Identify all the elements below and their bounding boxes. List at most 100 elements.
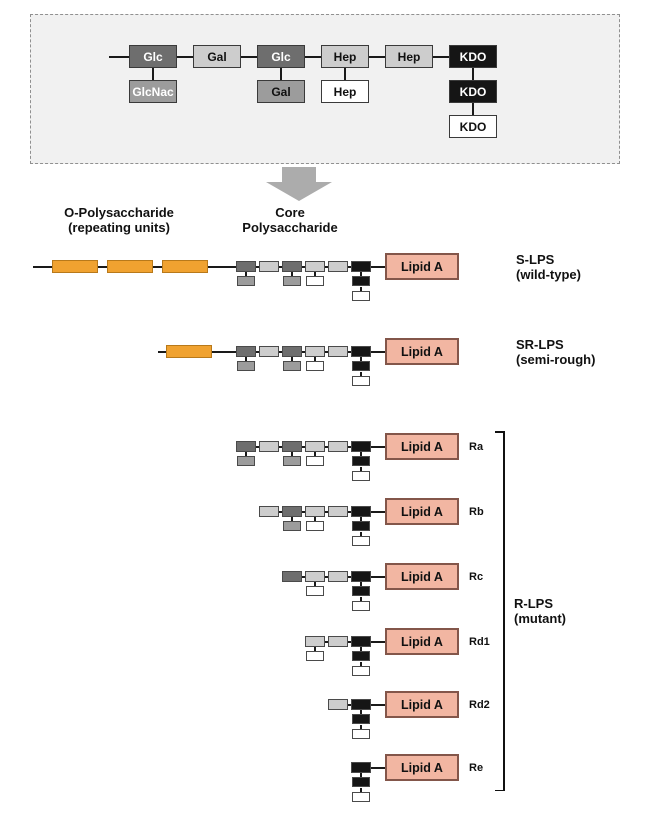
sugar-box-gal-side-1: Gal [257,80,305,103]
core-side-sugar-box [352,714,370,724]
core-connector-line [314,357,316,361]
core-connector-line [314,647,316,651]
core-sugar-box [259,346,279,357]
sugar-box-hep-side-2: Hep [321,80,369,103]
core-side-sugar-box [352,666,370,676]
core-sugar-box [305,506,325,517]
core-side-sugar-box [352,651,370,661]
core-sugar-box [282,261,302,272]
core-sugar-box [236,346,256,357]
core-connector-line [360,582,362,586]
r-lps-bracket [503,431,505,791]
row-line [33,266,387,268]
r-lps-bracket-bottom-tick [495,789,504,791]
lipid-a-box: Lipid A [385,253,459,280]
row-label-line: (semi-rough) [516,352,596,367]
core-sugar-box [282,346,302,357]
core-connector-line [360,662,362,666]
row-label-re: Re [469,762,484,774]
lipid-a-box: Lipid A [385,563,459,590]
r-lps-mutant-label-line1: R-LPS [514,596,553,611]
sugar-box-hep-3: Hep [321,45,369,68]
core-sugar-box [351,571,371,582]
detail-connector-line [472,68,474,80]
core-sugar-box [351,261,371,272]
o-polysaccharide-label-line1: O-Polysaccharide [64,205,174,220]
core-polysaccharide-label: Core Polysaccharide [230,205,350,235]
core-connector-line [360,597,362,601]
core-side-sugar-box [306,651,324,661]
core-connector-line [360,517,362,521]
core-connector-line [360,710,362,714]
core-sugar-box [328,441,348,452]
core-connector-line [314,582,316,586]
o-polysaccharide-label-line2: (repeating units) [68,220,170,235]
core-sugar-box [351,636,371,647]
core-side-sugar-box [283,456,301,466]
core-sugar-box [305,636,325,647]
core-connector-line [360,532,362,536]
core-connector-line [360,357,362,361]
core-connector-line [360,272,362,276]
sugar-box-glcnac-side-0: GlcNac [129,80,177,103]
r-lps-bracket-top-tick [495,431,504,433]
o-antigen-unit [52,260,98,273]
core-sugar-box [351,699,371,710]
core-sugar-box [328,571,348,582]
row-label-line: S-LPS [516,252,555,267]
core-side-sugar-box [352,729,370,739]
core-connector-line [360,452,362,456]
core-sugar-box [282,506,302,517]
lipid-a-box: Lipid A [385,628,459,655]
core-side-sugar-box [306,456,324,466]
core-side-sugar-box [306,276,324,286]
detail-connector-line [472,103,474,115]
core-sugar-box [351,506,371,517]
core-sugar-box [236,441,256,452]
core-connector-line [291,357,293,361]
core-connector-line [291,452,293,456]
core-connector-line [314,272,316,276]
core-connector-line [360,287,362,291]
r-lps-mutant-label: R-LPS (mutant) [514,596,566,626]
row-label-line: (wild-type) [516,267,581,282]
row-label-s-lps: S-LPS(wild-type) [516,252,581,282]
core-sugar-box [328,699,348,710]
core-sugar-box [328,636,348,647]
sugar-box-hep-4: Hep [385,45,433,68]
core-side-sugar-box [352,276,370,286]
core-side-sugar-box [237,456,255,466]
sugar-box-kdo-side-4: KDO [449,115,497,138]
core-polysaccharide-label-line1: Core [275,205,305,220]
sugar-box-kdo-side-3: KDO [449,80,497,103]
down-arrow-icon [263,167,335,201]
core-side-sugar-box [352,521,370,531]
core-connector-line [314,517,316,521]
core-side-sugar-box [306,361,324,371]
sugar-box-gal-1: Gal [193,45,241,68]
core-sugar-box [328,261,348,272]
core-sugar-box [282,571,302,582]
core-side-sugar-box [352,291,370,301]
core-sugar-box [259,261,279,272]
core-side-sugar-box [306,521,324,531]
core-connector-line [360,725,362,729]
core-sugar-box [282,441,302,452]
core-side-sugar-box [306,586,324,596]
core-side-sugar-box [352,536,370,546]
core-sugar-box [305,261,325,272]
core-sugar-box [328,506,348,517]
core-connector-line [291,517,293,521]
core-connector-line [360,647,362,651]
detail-connector-line [344,68,346,80]
core-connector-line [360,773,362,777]
core-sugar-box [351,441,371,452]
lipid-a-box: Lipid A [385,754,459,781]
r-lps-mutant-label-line2: (mutant) [514,611,566,626]
core-sugar-box [351,346,371,357]
sugar-box-glc-2: Glc [257,45,305,68]
core-side-sugar-box [283,361,301,371]
